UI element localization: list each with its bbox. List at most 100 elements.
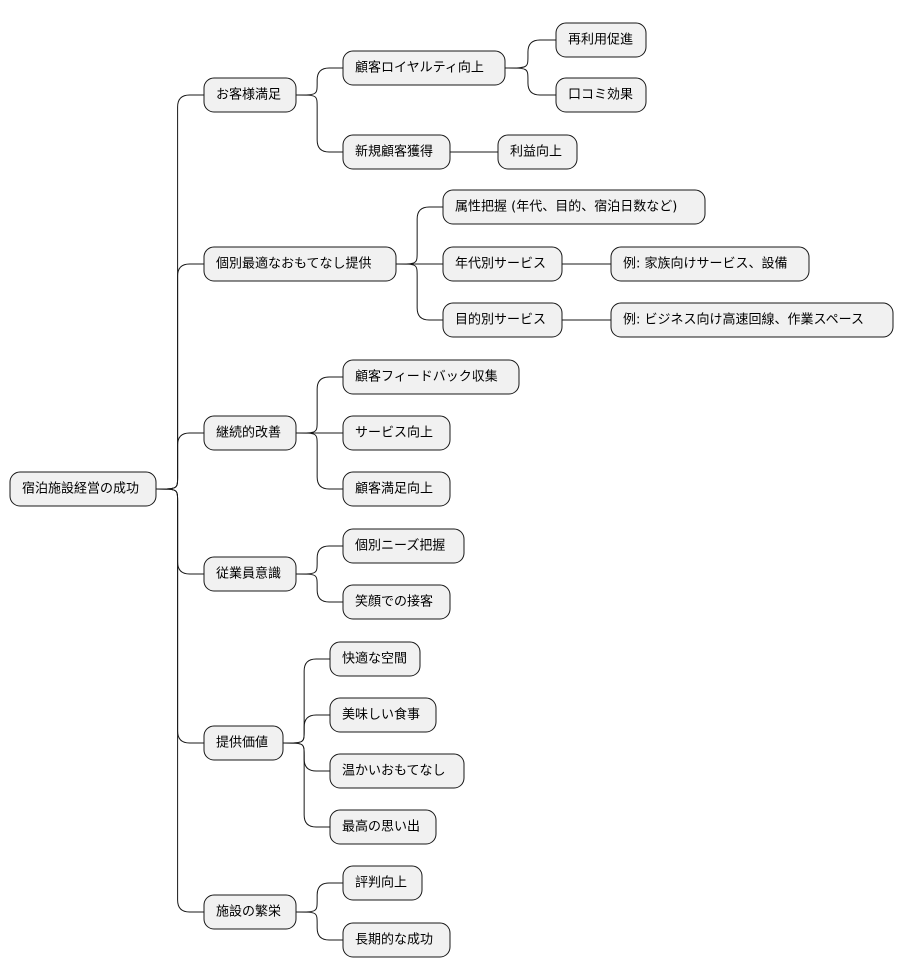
node-box <box>442 246 563 282</box>
node-box <box>442 302 563 338</box>
mindmap-node: 再利用促進 <box>555 22 647 58</box>
node-box <box>9 471 157 507</box>
mindmap-node: サービス向上 <box>342 415 451 451</box>
mindmap-node: 継続的改善 <box>203 415 297 451</box>
mindmap-node: 提供価値 <box>203 725 284 761</box>
node-box <box>342 584 451 620</box>
connector-line <box>295 573 343 603</box>
mindmap-node: 長期的な成功 <box>342 922 451 958</box>
mindmap-node: 属性把握 (年代、目的、宿泊日数など) <box>442 189 706 225</box>
mindmap-node: 従業員意識 <box>203 556 297 592</box>
node-label: 美味しい食事 <box>342 707 420 723</box>
mindmap-nodes: 宿泊施設経営の成功 お客様満足 顧客ロイヤルティ向上 再利用促進口コミ効果新規顧客獲得… <box>9 22 894 958</box>
node-box <box>555 77 647 113</box>
mindmap-node: 例: 家族向けサービス、設備 <box>610 246 810 282</box>
node-box <box>555 22 647 58</box>
node-label: 個別ニーズ把握 <box>355 538 445 554</box>
connector-line <box>155 488 204 744</box>
node-label: 顧客フィードバック収集 <box>355 369 498 385</box>
connector-line <box>395 263 443 321</box>
node-label: 最高の思い出 <box>342 819 420 835</box>
node-box <box>203 725 284 761</box>
node-label: 評判向上 <box>355 875 407 891</box>
node-box <box>342 134 451 170</box>
node-label: 目的別サービス <box>455 312 546 328</box>
mindmap-node: 個別最適なおもてなし提供 <box>203 246 397 282</box>
connector-line <box>295 94 343 153</box>
node-box <box>342 415 451 451</box>
node-label: 笑顔での接客 <box>355 594 433 610</box>
connector-line <box>155 94 204 490</box>
node-box <box>342 359 520 395</box>
node-label: 従業員意識 <box>216 566 281 582</box>
node-label: 顧客ロイヤルティ向上 <box>355 60 484 76</box>
node-label: お客様満足 <box>216 87 281 103</box>
mindmap-node: 目的別サービス <box>442 302 563 338</box>
node-label: 施設の繁栄 <box>216 904 281 920</box>
connector-line <box>282 742 330 772</box>
mindmap-root-node: 宿泊施設経営の成功 <box>9 471 157 507</box>
node-box <box>610 246 810 282</box>
mindmap-node: 利益向上 <box>497 134 578 170</box>
node-box <box>497 134 578 170</box>
mindmap-node: 笑顔での接客 <box>342 584 451 620</box>
node-label: 温かいおもてなし <box>342 764 445 779</box>
node-box <box>203 77 297 113</box>
connector-line <box>282 658 330 744</box>
node-box <box>610 302 894 338</box>
connector-line <box>504 67 556 96</box>
node-label: 年代別サービス <box>455 257 546 272</box>
node-label: 属性把握 (年代、目的、宿泊日数など) <box>455 199 677 215</box>
node-label: 顧客満足向上 <box>355 481 433 497</box>
node-box <box>329 697 437 733</box>
node-label: 新規顧客獲得 <box>355 144 433 160</box>
node-box <box>329 641 421 677</box>
node-box <box>442 189 706 225</box>
mindmap-node: 顧客ロイヤルティ向上 <box>342 50 506 86</box>
node-box <box>342 865 423 901</box>
node-label: サービス向上 <box>355 425 433 441</box>
node-box <box>342 50 506 86</box>
mindmap-node: 美味しい食事 <box>329 697 437 733</box>
node-label: 口コミ効果 <box>568 88 633 103</box>
mindmap-node: 個別ニーズ把握 <box>342 528 465 564</box>
connector-line <box>282 714 330 744</box>
node-label: 個別最適なおもてなし提供 <box>216 256 371 272</box>
node-label: 例: ビジネス向け高速回線、作業スペース <box>623 312 864 328</box>
connector-line <box>155 488 204 575</box>
node-label: 継続的改善 <box>216 425 281 441</box>
node-label: 再利用促進 <box>568 33 633 48</box>
node-box <box>342 528 465 564</box>
node-label: 快適な空間 <box>342 651 407 667</box>
node-box <box>203 415 297 451</box>
connector-line <box>155 488 204 913</box>
node-label: 長期的な成功 <box>355 932 433 948</box>
mindmap-node: 快適な空間 <box>329 641 421 677</box>
connector-line <box>155 263 204 490</box>
mindmap-node: 顧客フィードバック収集 <box>342 359 520 395</box>
connector-line <box>295 882 343 913</box>
connector-lines <box>155 39 611 941</box>
node-label: 利益向上 <box>510 144 562 160</box>
mindmap-node: 温かいおもてなし <box>329 753 465 789</box>
node-box <box>329 753 465 789</box>
node-box <box>203 894 297 930</box>
connector-line <box>504 39 556 69</box>
connector-line <box>295 911 343 941</box>
mindmap-node: 新規顧客獲得 <box>342 134 451 170</box>
connector-line <box>295 432 343 490</box>
node-box <box>329 809 437 845</box>
connector-line <box>295 67 343 96</box>
node-label: 提供価値 <box>216 735 268 751</box>
mindmap-node: 施設の繁栄 <box>203 894 297 930</box>
mindmap-node: 年代別サービス <box>442 246 563 282</box>
node-label: 宿泊施設経営の成功 <box>22 481 139 497</box>
connector-line <box>295 376 343 434</box>
mindmap-node: 例: ビジネス向け高速回線、作業スペース <box>610 302 894 338</box>
mindmap-node: 評判向上 <box>342 865 423 901</box>
node-box <box>203 556 297 592</box>
connector-line <box>395 206 443 265</box>
node-box <box>342 471 451 507</box>
mindmap-node: 顧客満足向上 <box>342 471 451 507</box>
